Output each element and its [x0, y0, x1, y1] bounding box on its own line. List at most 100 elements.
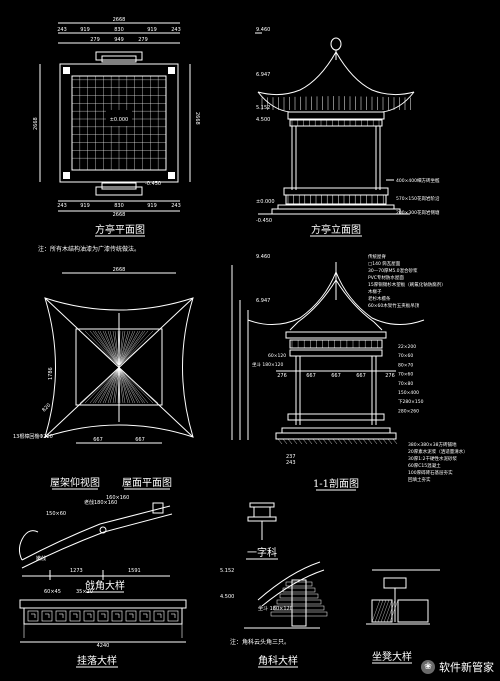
elev-level: 6.947	[256, 72, 270, 78]
section-bottom-dim: 237	[286, 454, 296, 460]
elev-level: -0.450	[256, 218, 272, 224]
section-row-dim: 667	[356, 373, 366, 379]
gualuo-dim: 4240	[97, 643, 110, 649]
seat-detail: 坐凳大样	[366, 569, 440, 664]
plan-bot-seg: 243	[57, 203, 67, 209]
section-level: 6.947	[256, 298, 270, 304]
section-top-callout: 木椽子	[368, 288, 382, 295]
framing-label: 13根樟回檐Φ220	[13, 433, 53, 440]
section-level: 9.460	[256, 254, 270, 260]
plan-step-level: -0.450	[145, 181, 161, 187]
section-row-dim: 667	[331, 373, 341, 379]
section-title: 1-1剖面图	[313, 477, 359, 490]
plan-view: 2668 243 919 830 919 243 279 949 279 ±0.…	[33, 17, 200, 253]
section-row-dim: 276	[385, 373, 395, 379]
plan-top-seg: 830	[114, 27, 124, 33]
section-bottom-callout: 60厚C15混凝土	[408, 462, 441, 469]
section-right-callout: 下280×150	[398, 399, 424, 405]
gualuo-detail: 60×45 35×20 4240 挂落大样	[19, 589, 187, 668]
corner-level: 4.500	[220, 594, 234, 600]
yizi-title: 一字科	[247, 546, 277, 559]
corner-detail: 5.152 4.500 坐斗 180×120 注：角科云头角三只。 角科大样	[220, 561, 328, 668]
section-left-callout: 60×120	[268, 353, 286, 359]
plan-top-seg: 243	[57, 27, 67, 33]
watermark-text: 软件新管家	[439, 661, 494, 674]
plan-top-inner: 279	[138, 37, 148, 43]
section-top-callout: 30—70厚M5.0混合砂浆	[368, 267, 418, 274]
elev-callout: 570×150花岗岩阶沿	[396, 195, 440, 202]
elev-level: 5.152	[256, 105, 270, 111]
elevation-title: 方亭立面图	[311, 223, 361, 236]
elev-level: 9.460	[256, 27, 270, 33]
corner-title: 角科大样	[258, 654, 298, 667]
section-right-callout: 22×200	[398, 344, 416, 350]
gable-detail: 160×160 老戗180×160 150×60 1273 1591 嫩戗 戗角…	[18, 495, 173, 593]
gable-dim: 1591	[128, 568, 141, 574]
watermark: ❀ 软件新管家	[421, 659, 494, 675]
section-top-callout: □140 筒瓦屋面	[368, 260, 401, 267]
framing-bottom-dim: 667	[135, 437, 145, 443]
gualuo-dim: 35×20	[76, 589, 93, 595]
section-top-callout: 老杉木檩条	[368, 295, 391, 302]
gable-label: 嫩戗	[36, 555, 46, 562]
section-bottom-callout: 20厚素水泥浆（洒适量清水）	[408, 448, 468, 455]
section-right-callout: 70×80	[398, 381, 413, 387]
watermark-logo-icon: ❀	[421, 660, 435, 674]
plan-top-inner: 279	[90, 37, 100, 43]
roof-plan-title: 屋面平面图	[122, 477, 172, 489]
section-right-callout: 70×60	[398, 353, 413, 359]
section-bottom-callout: 30厚1:2干硬性水泥砂浆	[408, 455, 457, 462]
plan-bot-seg: 919	[147, 203, 157, 209]
section-top-callout: 15厚铜锡杉木望板（刷氟化钠防腐剂）	[368, 281, 446, 288]
yizi-detail: 一字科	[246, 502, 278, 560]
corner-label: 坐斗 180×120	[258, 605, 293, 612]
plan-bot-seg: 243	[171, 203, 181, 209]
section-row-dim: 667	[306, 373, 316, 379]
gualuo-title: 挂落大样	[77, 654, 117, 667]
section-top-callout: 60×60木架竹五夹板吊顶	[368, 302, 420, 309]
section-right-callout: 280×260	[398, 408, 419, 414]
seat-title: 坐凳大样	[372, 650, 412, 663]
plan-bot-total: 2668	[113, 212, 126, 218]
section-bottom-callout: 380×380×38方砖铺地	[408, 441, 457, 448]
plan-top-seg: 243	[171, 27, 181, 33]
roof-framing-view: 2668 1786 820 13根樟回檐Φ220 667 667 屋架仰视图 屋…	[13, 267, 194, 490]
section-bottom-dim: 243	[286, 460, 296, 466]
framing-left-dim: 1786	[48, 367, 54, 380]
section-view: 9.460 6.947 276 667 667 667 276 传统屋脊□140	[231, 253, 468, 491]
elev-callout: 400×400细方砖坐槛	[396, 177, 440, 184]
gable-dim: 160×160	[106, 495, 129, 501]
gable-dim: 1273	[70, 568, 83, 574]
gable-title: 戗角大样	[85, 579, 125, 592]
plan-bot-seg: 919	[80, 203, 90, 209]
plan-center-level: ±0.000	[110, 117, 129, 123]
section-right-callout: 150×400	[398, 390, 419, 396]
framing-left-dim: 820	[41, 402, 52, 413]
roof-framing-title: 屋架仰视图	[50, 476, 100, 489]
plan-bot-seg: 830	[114, 203, 124, 209]
plan-top-seg: 919	[147, 27, 157, 33]
section-right-callout: 80×70	[398, 362, 413, 368]
gable-dim: 150×60	[46, 511, 66, 517]
corner-level: 5.152	[220, 568, 234, 574]
section-bottom-callout: 回填土夯实	[408, 476, 431, 483]
structure-note: 注：所有木结构油漆为广漆传统做法。	[38, 245, 140, 253]
section-row-dim: 276	[277, 373, 287, 379]
section-top-callout: 传统屋脊	[368, 253, 386, 260]
elevation-view: 9.460 6.947 5.152 4.500 ±0.000 -0.450 40…	[255, 27, 440, 237]
plan-title: 方亭平面图	[95, 223, 145, 236]
section-left-callout: 坐斗 180×120	[252, 361, 284, 368]
plan-top-inner: 949	[114, 37, 124, 43]
gable-dim: 老戗180×160	[84, 499, 117, 506]
section-bottom-callout: 100厚碎砖石基层夯实	[408, 469, 453, 476]
plan-top-total: 2668	[113, 17, 126, 23]
elev-level: ±0.000	[256, 199, 275, 205]
elev-callout: 200×300花岗岩侧塘	[396, 209, 440, 216]
plan-right-dim: 2668	[194, 112, 200, 125]
section-top-callout: PVC专材防水屋面	[368, 274, 404, 281]
plan-left-dim: 2668	[33, 117, 39, 130]
plan-top-seg: 919	[80, 27, 90, 33]
framing-top-dim: 2668	[113, 267, 126, 273]
elev-level: 4.500	[256, 117, 270, 123]
